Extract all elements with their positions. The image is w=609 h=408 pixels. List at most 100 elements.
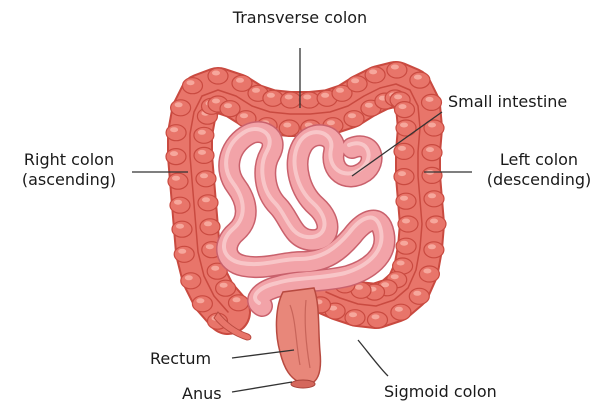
colon-lobe-highlight xyxy=(204,221,212,226)
colon-haustra-lobe xyxy=(409,288,429,304)
colon-lobe-highlight xyxy=(283,123,291,128)
colon-haustra-lobe xyxy=(166,125,186,141)
colon-lobe-highlight xyxy=(428,123,436,128)
colon-lobe-highlight xyxy=(212,71,220,76)
colon-haustra-lobe xyxy=(194,147,214,163)
colon-haustra-lobe xyxy=(181,273,201,289)
colon-lobe-highlight xyxy=(321,93,329,98)
colon-lobe-highlight xyxy=(170,151,178,156)
label-left-colon-line2: (descending) xyxy=(472,170,606,190)
colon-haustra-lobe xyxy=(426,216,446,232)
colon-haustra-lobe xyxy=(281,92,301,108)
colon-haustra-lobe xyxy=(192,296,212,312)
colon-haustra-lobe xyxy=(391,304,411,320)
colon-haustra-lobe xyxy=(279,120,299,136)
colon-haustra-lobe xyxy=(229,295,249,311)
small-intestine-coils xyxy=(224,129,385,306)
colon-lobe-highlight xyxy=(303,95,311,100)
colon-haustra-lobe xyxy=(183,78,203,94)
colon-lobe-highlight xyxy=(170,127,178,132)
colon-lobe-highlight xyxy=(212,99,220,104)
rectum-shape xyxy=(276,288,320,388)
colon-haustra-lobe xyxy=(216,280,236,296)
colon-lobe-highlight xyxy=(348,113,356,118)
colon-lobe-highlight xyxy=(202,197,210,202)
colon-lobe-highlight xyxy=(349,312,357,317)
colon-lobe-highlight xyxy=(211,266,219,271)
colon-haustra-lobe xyxy=(387,62,407,78)
colon-lobe-highlight xyxy=(240,113,248,118)
colon-haustra-lobe xyxy=(172,221,192,237)
colon-lobe-highlight xyxy=(400,196,408,201)
colon-haustra-lobe xyxy=(168,173,188,189)
colon-lobe-highlight xyxy=(176,224,184,229)
colon-lobe-highlight xyxy=(430,219,438,224)
colon-haustra-lobe xyxy=(170,197,190,213)
colon-haustra-lobe xyxy=(422,167,442,183)
label-anus: Anus xyxy=(182,384,222,404)
label-left-colon: Left colon (descending) xyxy=(472,150,606,190)
colon-lobe-highlight xyxy=(398,171,406,176)
colon-lobe-highlight xyxy=(413,291,421,296)
label-right-colon: Right colon (ascending) xyxy=(4,150,134,190)
colon-lobe-highlight xyxy=(252,88,260,93)
colon-haustra-lobe xyxy=(424,191,444,207)
colon-lobe-highlight xyxy=(172,176,180,181)
colon-lobe-highlight xyxy=(198,130,206,135)
colon-haustra-lobe xyxy=(345,310,365,326)
colon-lobe-highlight xyxy=(198,150,206,155)
colon-lobe-highlight xyxy=(400,123,408,128)
colon-lobe-highlight xyxy=(397,261,405,266)
colon-haustra-lobe xyxy=(396,238,416,254)
leader-anus xyxy=(232,382,292,392)
label-right-colon-line1: Right colon xyxy=(4,150,134,170)
colon-lobe-highlight xyxy=(423,269,431,274)
colon-lobe-highlight xyxy=(196,298,204,303)
colon-haustra-lobe xyxy=(198,195,218,211)
colon-lobe-highlight xyxy=(351,78,359,83)
colon-haustra-lobe xyxy=(171,100,191,116)
colon-lobe-highlight xyxy=(178,249,186,254)
colon-haustra-lobe xyxy=(394,143,414,159)
colon-haustra-lobe xyxy=(166,149,186,165)
colon-haustra-lobe xyxy=(410,72,430,88)
colon-haustra-lobe xyxy=(396,193,416,209)
colon-lobe-highlight xyxy=(391,65,399,70)
colon-lobe-highlight xyxy=(327,120,335,125)
colon-haustra-lobe xyxy=(419,266,439,282)
label-left-colon-line1: Left colon xyxy=(472,150,606,170)
colon-lobe-highlight xyxy=(369,69,377,74)
label-sigmoid-colon: Sigmoid colon xyxy=(384,382,497,402)
leader-sigmoid-colon xyxy=(358,340,388,376)
label-transverse-colon: Transverse colon xyxy=(205,8,395,28)
colon-haustra-lobe xyxy=(196,171,216,187)
colon-lobe-highlight xyxy=(200,173,208,178)
colon-lobe-highlight xyxy=(175,102,183,107)
colon-haustra-lobe xyxy=(422,94,442,110)
colon-haustra-lobe xyxy=(347,76,367,92)
colon-lobe-highlight xyxy=(394,94,402,99)
colon-haustra-lobe xyxy=(208,68,228,84)
colon-haustra-lobe xyxy=(299,92,319,108)
colon-lobe-highlight xyxy=(224,103,232,108)
colon-haustra-lobe xyxy=(174,246,194,262)
colon-haustra-lobe xyxy=(394,169,414,185)
colon-lobe-highlight xyxy=(402,219,410,224)
colon-lobe-highlight xyxy=(236,78,244,83)
colon-lobe-highlight xyxy=(267,93,275,98)
colon-lobe-highlight xyxy=(365,103,373,108)
colon-haustra-lobe xyxy=(422,145,442,161)
colon-lobe-highlight xyxy=(233,297,241,302)
colon-lobe-highlight xyxy=(355,285,363,290)
colon-lobe-highlight xyxy=(426,97,434,102)
colon-lobe-highlight xyxy=(336,88,344,93)
colon-lobe-highlight xyxy=(174,200,182,205)
colon-lobe-highlight xyxy=(395,307,403,312)
rectum-body xyxy=(276,288,320,384)
colon-haustra-lobe xyxy=(395,102,415,118)
colon-lobe-highlight xyxy=(414,75,422,80)
colon-haustra-lobe xyxy=(398,216,418,232)
colon-haustra-lobe xyxy=(424,242,444,258)
